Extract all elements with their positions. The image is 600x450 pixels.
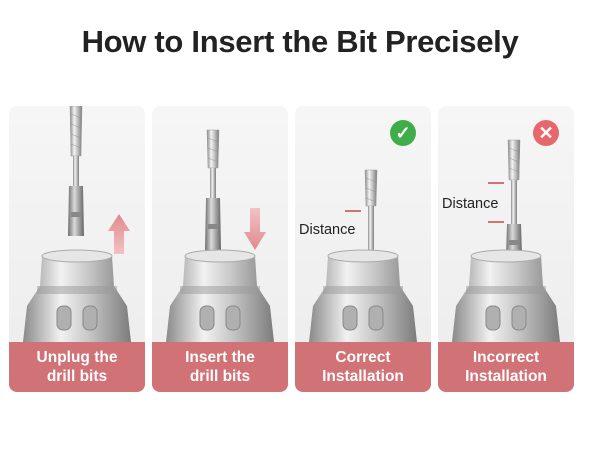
cross-icon: ✕ [533, 120, 559, 146]
arrow-up-icon [108, 214, 130, 254]
handpiece-illustration [309, 169, 417, 342]
handpiece-illustration [166, 129, 274, 342]
handpiece-illustration [452, 139, 560, 342]
page-title: How to Insert the Bit Precisely [81, 24, 519, 59]
arrow-down-icon [244, 208, 266, 250]
handpiece-illustration [23, 106, 131, 342]
distance-label: Distance [299, 222, 356, 238]
check-icon: ✓ [390, 120, 416, 146]
distance-label: Distance [442, 196, 499, 212]
